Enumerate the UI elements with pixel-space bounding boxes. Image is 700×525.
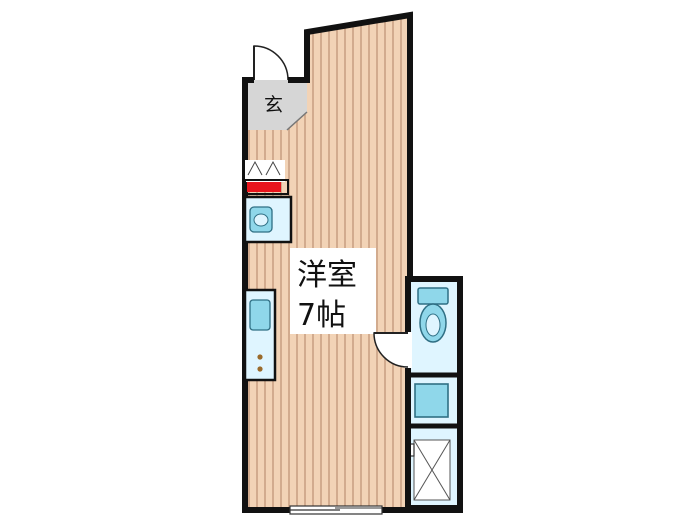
stove-burner: [257, 366, 263, 372]
stove-burner: [257, 354, 263, 360]
main-room-size: 7帖: [297, 298, 346, 333]
entrance-floor: [245, 80, 307, 130]
wet-room-block: [405, 276, 463, 511]
balcony-window: [245, 505, 463, 515]
toilet-door: [373, 332, 412, 368]
shoe-box: [244, 160, 289, 195]
washing-machine-space: [414, 383, 449, 418]
entrance-label: 玄: [264, 94, 283, 116]
entrance-step-line: [286, 111, 308, 131]
kitchen-counter: [243, 288, 277, 382]
toilet: [417, 287, 449, 343]
washbasin: [243, 195, 293, 244]
entrance-door: [253, 45, 289, 81]
room-label-background: [290, 248, 376, 334]
main-room-name: 洋室: [297, 258, 357, 293]
